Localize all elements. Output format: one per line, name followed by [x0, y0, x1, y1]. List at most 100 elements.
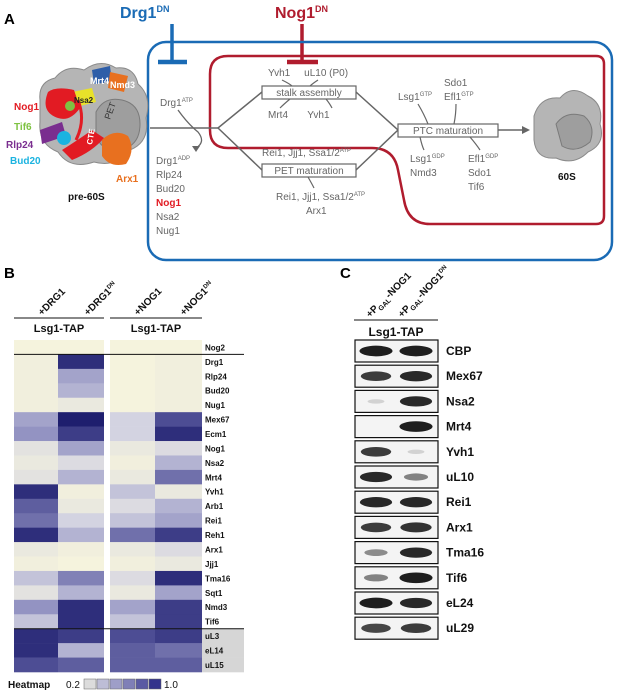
blot-band [359, 471, 393, 483]
tap-label: Lsg1-TAP [368, 325, 423, 339]
heatmap-row-label: Bud20 [205, 387, 230, 396]
released-nsa2: Nsa2 [156, 212, 180, 223]
heatmap-cell [14, 383, 58, 399]
heatmap-cell [155, 426, 202, 442]
branch-up-left [217, 91, 263, 129]
heatmap-cell [110, 426, 155, 442]
blot-band [399, 371, 433, 382]
ptc-maturation-label: PTC maturation [413, 126, 483, 137]
heatmap-cell [14, 657, 58, 673]
blot-label: Rei1 [446, 495, 472, 509]
heatmap-cell [155, 585, 202, 601]
blot-band [399, 497, 433, 508]
heatmap: Nog2Drg1Rlp24Bud20Nug1Mex67Ecm1Nog1Nsa2M… [14, 340, 244, 673]
blot-band [363, 574, 389, 582]
heatmap-cell [155, 383, 202, 399]
efl1-gdp-label: Efl1GDP [468, 154, 498, 165]
heatmap-cell [14, 527, 58, 543]
legend-max: 1.0 [164, 680, 178, 690]
heatmap-row-label: Sqt1 [205, 589, 223, 598]
condition-label-drg1dn: +DRG1DN [82, 280, 120, 318]
heatmap-row-label: Nog2 [205, 343, 226, 352]
condition-label-drg1: +DRG1 [36, 286, 68, 318]
particle-label-arx1: Arx1 [116, 174, 139, 185]
blot-strip [354, 389, 439, 413]
row-label-bg [202, 599, 244, 615]
blot-strip [354, 415, 439, 439]
heatmap-cell [14, 469, 58, 485]
heatmap-cell [14, 441, 58, 456]
heatmap-cell [110, 585, 155, 601]
to-60s-arrowhead [522, 126, 530, 134]
heatmap-cell [110, 354, 155, 370]
heatmap-cell [14, 397, 58, 413]
particle-label-rlp24: Rlp24 [6, 140, 34, 151]
row-label-bg [202, 484, 244, 500]
heatmap-row-label: Nsa2 [205, 459, 225, 468]
blot-band [399, 396, 433, 407]
heatmap-cell [110, 441, 155, 456]
drg1-scope-box [146, 40, 614, 262]
heatmap-row-label: Tma16 [205, 574, 231, 583]
heatmap-row-label: Rei1 [205, 517, 222, 526]
heatmap-cell [110, 397, 155, 413]
heatmap-cell [110, 383, 155, 399]
group-label-1: Lsg1-TAP [34, 323, 85, 335]
legend-swatch [109, 678, 123, 690]
heatmap-cell [14, 412, 58, 427]
pet-maturation-label: PET maturation [274, 166, 343, 177]
particle-label-bud20: Bud20 [10, 156, 41, 167]
heatmap-cell [14, 570, 58, 586]
heatmap-cell [110, 599, 155, 615]
heatmap-cell [58, 354, 104, 370]
heatmap-row-label: Tif6 [205, 618, 220, 627]
row-label-bg [202, 585, 244, 601]
heatmap-cell [155, 441, 202, 456]
blot-band [399, 597, 433, 609]
heatmap-cell [110, 455, 155, 471]
heatmap-cell [58, 469, 104, 485]
heatmap-cell [58, 556, 104, 572]
heatmap-cell [14, 455, 58, 471]
heatmap-cell [110, 498, 155, 514]
legend-swatch [135, 678, 149, 690]
particle-label-nsa2: Nsa2 [74, 96, 94, 105]
blot-strip [354, 465, 439, 489]
heatmap-cell [110, 469, 155, 485]
group-label-2: Lsg1-TAP [131, 323, 182, 335]
blot-strip [354, 540, 439, 565]
row-label-bg [202, 513, 244, 528]
heatmap-cell [110, 570, 155, 586]
blot-band [400, 623, 432, 633]
blot-band [367, 399, 385, 404]
heatmap-cell [58, 441, 104, 456]
heatmap-row-label: uL3 [205, 632, 220, 641]
panel-b-letter: B [4, 265, 15, 282]
heatmap-row-label: uL15 [205, 661, 224, 670]
lsg1-gtp-label: Lsg1GTP [398, 92, 432, 103]
heatmap-cell [58, 426, 104, 442]
heatmap-cell [58, 657, 104, 673]
heatmap-cell [110, 628, 155, 644]
heatmap-row-label: Drg1 [205, 358, 224, 367]
heatmap-row-label: Nmd3 [205, 603, 228, 612]
legend-swatches [83, 678, 162, 690]
heatmap-cell [155, 397, 202, 413]
heatmap-cell [155, 527, 202, 543]
heatmap-cell [155, 498, 202, 514]
branch-down-right [355, 129, 399, 171]
blot-strip [354, 364, 439, 388]
heatmap-row-label: Ecm1 [205, 430, 227, 439]
legend-swatch [96, 678, 110, 690]
row-label-bg [202, 614, 244, 629]
blot-band [399, 421, 433, 432]
stalk-top-arrow-1 [281, 79, 293, 87]
nog1dn-label: Nog1DN [275, 4, 328, 22]
heatmap-cell [14, 542, 58, 557]
drg1-release-arrowhead [192, 146, 200, 152]
heatmap-cell [14, 628, 58, 644]
heatmap-cell [155, 643, 202, 658]
heatmap-cell [155, 484, 202, 500]
blot-band [403, 473, 429, 481]
